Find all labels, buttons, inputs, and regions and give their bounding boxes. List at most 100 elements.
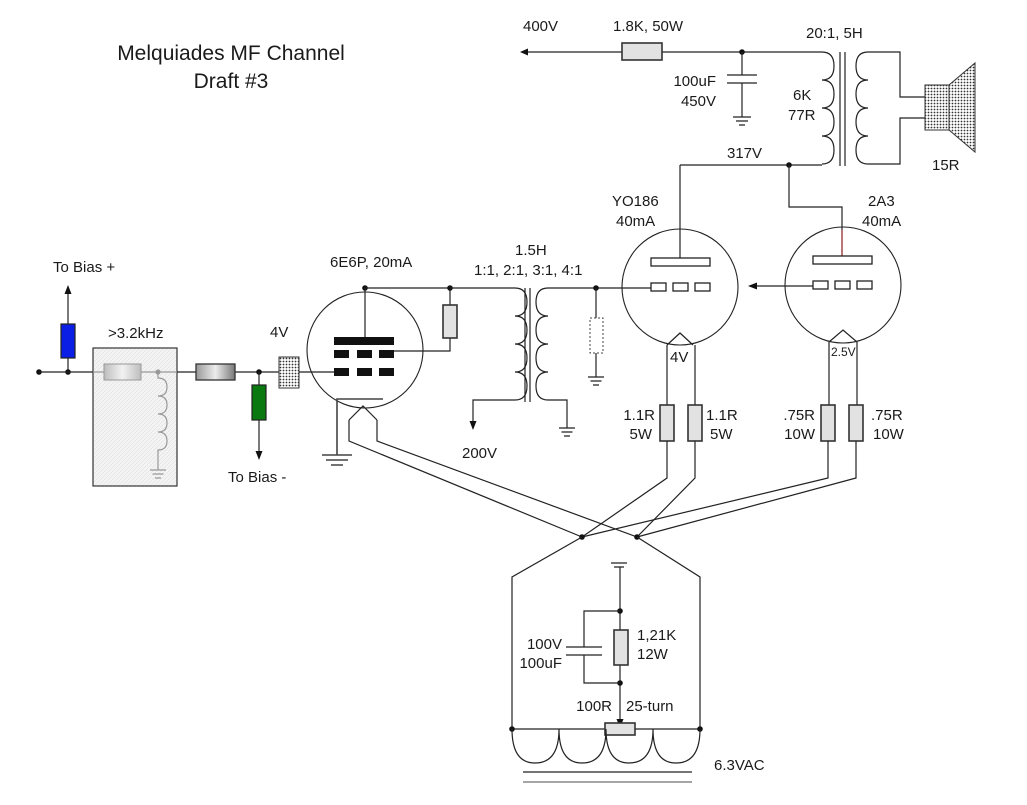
2a3-r2-power: 10W (873, 426, 905, 443)
heater-leads (828, 342, 858, 405)
ground-icon (611, 562, 627, 568)
filter-inductor (157, 372, 168, 470)
heater-transformer-winding (511, 728, 701, 764)
title-line-1: Melquiades MF Channel (117, 42, 345, 65)
grid-voltage-label: 4V (270, 324, 288, 341)
yo186-r1-power: 5W (630, 426, 653, 443)
2a3-heater-resistor-2 (848, 404, 864, 442)
control-grid (856, 280, 873, 290)
control-grid (672, 282, 689, 292)
title-line-2: Draft #3 (194, 70, 269, 93)
heater-wire (581, 441, 668, 538)
it-secondary-coil (535, 287, 549, 401)
yo186-heater-resistor-1 (659, 404, 675, 442)
cathode-wire (336, 398, 383, 455)
arrow-down-icon (469, 421, 477, 430)
it-inductance: 1.5H (515, 242, 547, 259)
pot-type: 25-turn (626, 698, 674, 715)
heater-wire (636, 441, 696, 538)
grid-stopper-resistor (195, 363, 236, 381)
ground-icon (559, 427, 575, 437)
driver-tube-6e6p: 6E6P, 20mA (299, 254, 515, 466)
control-grid (334, 368, 349, 376)
supply-section: 400V 1.8K, 50W 100uF 450V 317V (520, 18, 822, 162)
speaker-wires (868, 51, 925, 165)
ground-icon (588, 376, 604, 386)
ground-icon (150, 469, 166, 479)
control-grid (357, 368, 372, 376)
ground-icon (733, 116, 751, 126)
driver-tube-label: 6E6P, 20mA (330, 254, 412, 271)
screen-resistor (442, 304, 458, 339)
tube-plate (812, 255, 873, 265)
2a3-r1-power: 10W (784, 426, 816, 443)
output-transformer: 20:1, 5H 6K 77R (788, 25, 925, 166)
tube-envelope (621, 228, 739, 346)
ot-primary-impedance: 6K (793, 87, 811, 104)
balance-potentiometer (604, 722, 636, 736)
input-section: To Bias + >3.2kHz To Bias - 4V (36, 259, 300, 487)
control-grid (694, 282, 711, 292)
ot-label: 20:1, 5H (806, 25, 863, 42)
supply-resistor (621, 42, 663, 61)
heater-wire (636, 441, 857, 538)
heater-transformer-label: 6.3VAC (714, 757, 765, 774)
ot-primary-dcr: 77R (788, 107, 816, 124)
tube-plate (650, 257, 711, 267)
speaker-icon (924, 61, 976, 154)
speaker-impedance: 15R (932, 157, 960, 174)
heater-supply-wires (511, 536, 701, 729)
heater-res-power: 12W (637, 646, 669, 663)
heater-leads (666, 345, 696, 405)
2a3-heater-resistor-1 (820, 404, 836, 442)
filter-resistor (103, 363, 142, 381)
heater-wire (376, 420, 638, 538)
yo186-r2-power: 5W (710, 426, 733, 443)
heater-res-value: 1,21K (637, 627, 676, 644)
arrow-down-icon (255, 451, 263, 460)
heater-wire (581, 441, 829, 538)
yo186-r2-value: 1.1R (706, 407, 738, 424)
it-b-plus-wire (472, 399, 515, 422)
bias-minus-label: To Bias - (228, 469, 286, 486)
control-grid (812, 280, 829, 290)
2a3-heater-voltage: 2.5V (831, 345, 856, 359)
heater-filament (828, 329, 858, 343)
yo186-heater-voltage: 4V (670, 349, 688, 366)
supply-voltage-label: 400V (523, 18, 558, 35)
bias-minus-resistor (251, 384, 267, 421)
heater-cap-voltage: 100V (527, 636, 562, 653)
ground-icon (322, 454, 352, 466)
it-ratios: 1:1, 2:1, 3:1, 4:1 (474, 262, 582, 279)
screen-grid (357, 350, 372, 358)
output-tube-yo186: YO186 40mA 4V 1.1R 5W 1.1R 5W (612, 193, 739, 443)
yo186-heater-resistor-2 (687, 404, 703, 442)
2a3-r2-value: .75R (871, 407, 903, 424)
2a3-r1-value: .75R (783, 407, 815, 424)
heater-wiring (348, 420, 857, 729)
screen-grid (379, 350, 394, 358)
screen-grid (334, 350, 349, 358)
2a3-name: 2A3 (868, 193, 895, 210)
yo186-current: 40mA (616, 213, 655, 230)
yo186-r1-value: 1.1R (623, 407, 655, 424)
supply-cap-voltage: 450V (681, 93, 716, 110)
it-b-plus-label: 200V (462, 445, 497, 462)
yo186-name: YO186 (612, 193, 659, 210)
arrow-left-icon (748, 282, 757, 290)
control-grid (650, 282, 667, 292)
tube-plate (334, 337, 394, 345)
ot-primary-coil (821, 51, 835, 165)
bias-plus-label: To Bias + (53, 259, 115, 276)
supply-resistor-label: 1.8K, 50W (613, 18, 684, 35)
control-grid (834, 280, 851, 290)
output-tube-2a3: 2A3 40mA 2.5V .75R 10W .75R 10W (748, 193, 905, 443)
heater-bypass-capacitor (566, 610, 620, 684)
heater-cap-value: 100uF (519, 655, 562, 672)
it-core (524, 288, 531, 402)
ot-core (839, 52, 846, 166)
pot-value: 100R (576, 698, 612, 715)
2a3-current: 40mA (862, 213, 901, 230)
supply-cap-value: 100uF (673, 73, 716, 90)
interstage-transformer: 1.5H 1:1, 2:1, 3:1, 4:1 200V (462, 242, 634, 462)
